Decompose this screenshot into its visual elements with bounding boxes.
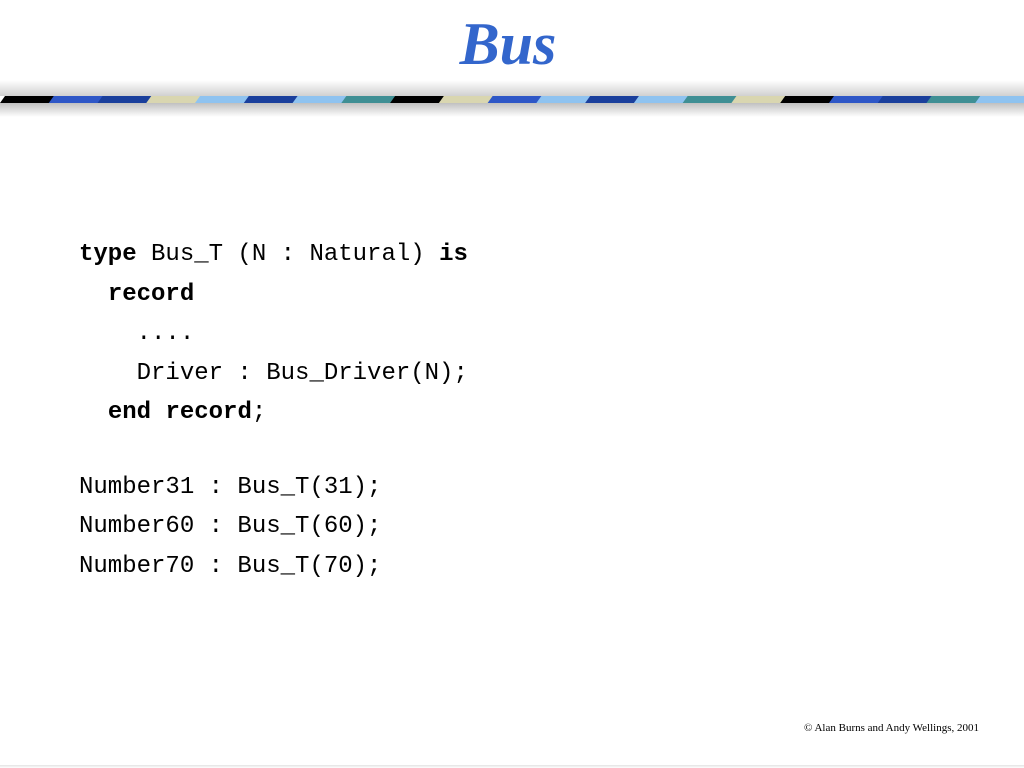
stripe-segment [97, 96, 153, 103]
code-space [151, 399, 165, 426]
stripe-segment [731, 96, 787, 103]
code-line-driver: Driver : Bus_Driver(N); [79, 359, 468, 387]
keyword-type: type [79, 241, 137, 268]
stripe-segment [146, 96, 202, 103]
stripe-segment [585, 96, 640, 103]
stripe-segment [390, 96, 445, 103]
code-line-end-record: end record; [79, 393, 468, 433]
title-divider-shadow-bottom [0, 103, 1024, 117]
stripe-segment [975, 96, 1024, 103]
stripe-segment [341, 96, 397, 103]
code-block: type Bus_T (N : Natural) is record .... … [79, 235, 468, 586]
code-line-type-declaration: type Bus_T (N : Natural) is [79, 235, 468, 275]
stripe-segment [195, 96, 250, 103]
code-indent [79, 281, 108, 308]
stripe-segment [828, 96, 884, 103]
code-blank-line [79, 433, 468, 468]
stripe-segment [926, 96, 982, 103]
stripe-segment [438, 96, 494, 103]
stripe-segment [292, 96, 348, 103]
title-divider-shadow-top [0, 80, 1024, 96]
keyword-record: record [165, 399, 252, 426]
stripe-segment [536, 96, 592, 103]
bottom-rule [0, 765, 1024, 768]
keyword-end: end [107, 399, 152, 426]
code-line-object-60: Number60 : Bus_T(60); [79, 513, 382, 540]
code-line-object-31: Number31 : Bus_T(31); [79, 473, 382, 501]
code-indent [79, 399, 108, 426]
code-line-object-70: Number70 : Bus_T(70); [79, 552, 382, 580]
stripe-segment [487, 96, 543, 103]
stripe-segment [243, 96, 299, 103]
slide-title: Bus [459, 11, 557, 77]
code-text: Bus_T (N : Natural) [136, 241, 440, 268]
stripe-segment [0, 96, 55, 103]
keyword-record: record [107, 280, 195, 308]
code-line-ellipsis: .... [79, 320, 195, 347]
copyright-footer: © Alan Burns and Andy Wellings, 2001 [803, 722, 979, 734]
stripe-segment [48, 96, 104, 103]
code-line-record: record [79, 275, 468, 315]
stripe-segment [633, 96, 689, 103]
keyword-is: is [439, 241, 468, 268]
title-divider-stripe [0, 96, 1024, 103]
code-semicolon: ; [251, 399, 267, 426]
stripe-segment [780, 96, 835, 103]
stripe-segment [877, 96, 933, 103]
stripe-segment [682, 96, 738, 103]
